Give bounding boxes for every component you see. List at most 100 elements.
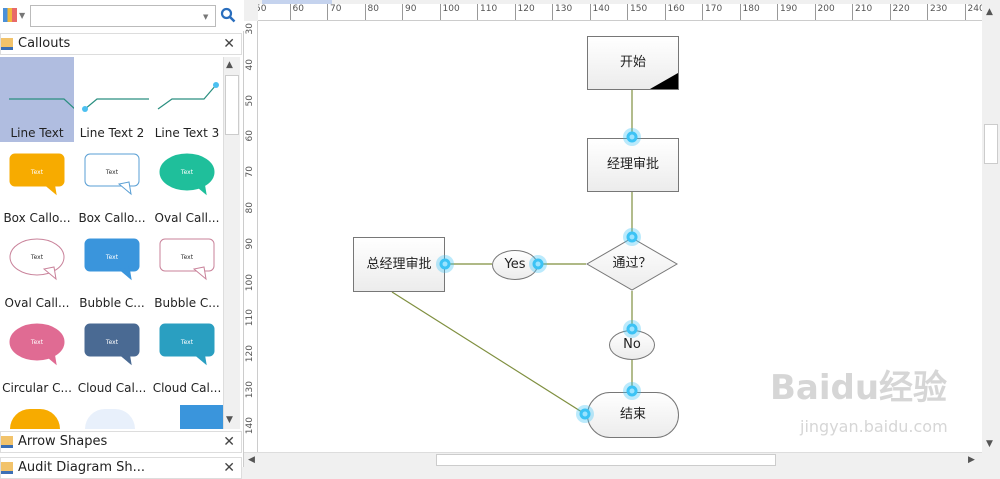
- shape-item-label: Box Callo...: [3, 211, 71, 225]
- scroll-up-icon[interactable]: ▲: [986, 7, 993, 17]
- shape-text: Text: [180, 169, 194, 176]
- search-icon[interactable]: [220, 7, 236, 23]
- shape-item-label: Line Text 3: [154, 126, 220, 140]
- chevron-down-icon[interactable]: ▼: [19, 11, 26, 20]
- node-decision[interactable]: 通过？: [586, 237, 678, 291]
- label-no[interactable]: No: [609, 330, 655, 360]
- ruler-tick: 50: [245, 94, 255, 107]
- scroll-thumb[interactable]: [225, 75, 239, 135]
- shape-item[interactable]: [75, 397, 149, 429]
- label-yes[interactable]: Yes: [492, 250, 538, 280]
- star-icon: [1, 436, 13, 448]
- ruler-tick: 170: [702, 4, 722, 20]
- canvas-vertical-scrollbar[interactable]: ▲ ▼: [982, 4, 1000, 452]
- ruler-tick: 230: [927, 4, 947, 20]
- ruler-tick: 240: [964, 4, 982, 20]
- shape-item-label: Box Callo...: [78, 211, 146, 225]
- ruler-tick: 130: [552, 4, 572, 20]
- watermark-logo: Baidu经验: [770, 368, 948, 408]
- node-manager-approval[interactable]: 经理审批: [587, 138, 679, 192]
- ruler-tick: 210: [852, 4, 872, 20]
- ruler-tick: 110: [477, 4, 497, 20]
- star-icon: [1, 462, 13, 474]
- shape-item[interactable]: [0, 397, 74, 429]
- ruler-tick: 70: [245, 166, 255, 178]
- diagram-canvas[interactable]: 开始 经理审批 通过？ 总经理审批 Yes No 结束: [258, 21, 982, 452]
- sidebar-scrollbar[interactable]: ▲ ▼: [223, 57, 240, 429]
- close-icon[interactable]: ✕: [223, 434, 235, 450]
- page-tab[interactable]: [262, 0, 332, 4]
- shape-item[interactable]: Line Text 2: [75, 57, 149, 142]
- close-icon[interactable]: ✕: [223, 36, 235, 52]
- shape-item[interactable]: Line Text 3: [150, 57, 223, 142]
- library-icon[interactable]: [3, 8, 17, 22]
- ruler-tick: 30: [245, 23, 255, 35]
- shape-text: Text: [180, 339, 194, 346]
- shape-item-label: Cloud Cal...: [77, 381, 147, 395]
- scroll-left-icon[interactable]: ◀: [248, 455, 255, 465]
- ruler-tick: 70: [327, 4, 341, 20]
- scroll-right-icon[interactable]: ▶: [968, 455, 975, 465]
- panel-title: Callouts: [18, 36, 71, 51]
- library-toolbar: ▼ ▼: [0, 0, 244, 31]
- node-label: 通过？: [612, 256, 652, 271]
- shape-text: Text: [180, 254, 194, 261]
- ruler-tick: 80: [245, 202, 255, 214]
- shape-item[interactable]: [150, 397, 223, 429]
- scroll-thumb[interactable]: [436, 454, 776, 466]
- panel-audit-diagram[interactable]: Audit Diagram Sh... ✕: [0, 457, 242, 479]
- shape-text: Text: [30, 254, 44, 261]
- shape-text: Text: [105, 169, 119, 176]
- shape-item[interactable]: Line Text: [0, 57, 74, 142]
- shape-item-label: Line Text: [10, 126, 64, 140]
- corner-mark: [650, 73, 678, 89]
- node-start[interactable]: 开始: [587, 36, 679, 90]
- ruler-tick: 120: [245, 345, 255, 363]
- shape-item-label: Oval Call...: [4, 296, 70, 310]
- node-gm-approval[interactable]: 总经理审批: [353, 237, 445, 292]
- ruler-tick: 140: [245, 416, 255, 434]
- ruler-tick: 190: [777, 4, 797, 20]
- ruler-tick: 180: [739, 4, 760, 20]
- ruler-tick: 150: [627, 4, 647, 20]
- panel-title: Audit Diagram Sh...: [18, 460, 146, 475]
- connector-line: [391, 291, 586, 415]
- node-label: No: [623, 337, 641, 352]
- ruler-tick: 110: [245, 309, 255, 327]
- shape-item-label: Bubble C...: [79, 296, 145, 310]
- ruler-tick: 130: [245, 381, 255, 399]
- diamond-shape: [586, 237, 678, 291]
- node-label: 开始: [619, 55, 646, 70]
- canvas-horizontal-scrollbar[interactable]: ◀ ▶: [244, 452, 982, 467]
- search-dropdown-icon[interactable]: ▼: [203, 13, 209, 21]
- scroll-up-icon[interactable]: ▲: [226, 60, 233, 70]
- panel-arrow-shapes[interactable]: Arrow Shapes✕: [0, 431, 242, 453]
- ruler-tick: 200: [814, 4, 835, 20]
- scroll-thumb[interactable]: [984, 124, 998, 164]
- shape-item-label: Circular C...: [2, 381, 72, 395]
- scroll-down-icon[interactable]: ▼: [986, 439, 993, 449]
- search-input[interactable]: [30, 5, 216, 27]
- horizontal-ruler: 5060708090100110120130140150160170180190…: [258, 4, 982, 21]
- close-icon[interactable]: ✕: [223, 460, 235, 476]
- node-label: 总经理审批: [366, 256, 432, 272]
- scroll-down-icon[interactable]: ▼: [226, 415, 233, 425]
- panel-callouts[interactable]: Callouts ✕: [0, 33, 242, 55]
- ruler-tick: 140: [589, 4, 610, 20]
- ruler-tick: 100: [439, 4, 460, 20]
- node-label: 经理审批: [606, 157, 659, 172]
- node-end[interactable]: 结束: [587, 392, 679, 438]
- shape-text: Text: [105, 339, 119, 346]
- ruler-tick: 60: [289, 4, 304, 20]
